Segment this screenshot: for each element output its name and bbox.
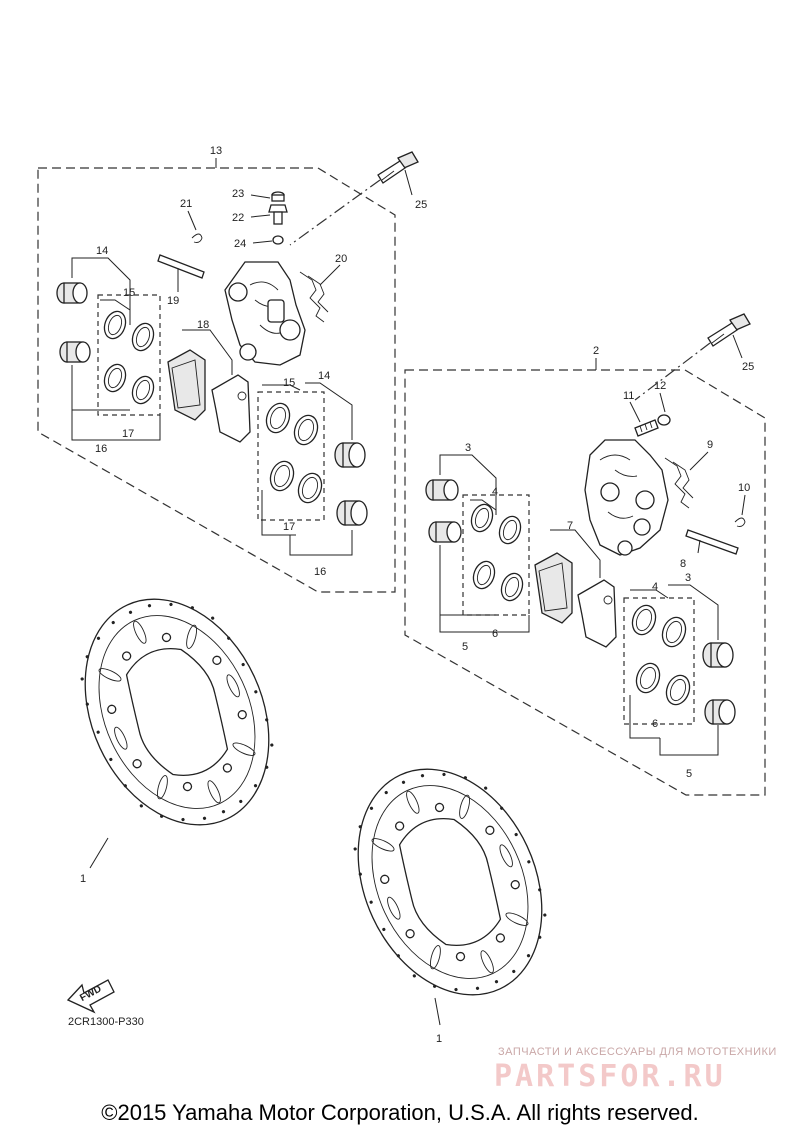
left-caliper-assembly-boundary [37, 167, 396, 593]
brake-disc-left [80, 598, 274, 826]
seal-rings-lower-right [631, 604, 691, 706]
callout-6-upper: 6 [492, 628, 498, 640]
callout-16-left: 16 [95, 443, 107, 455]
brake-pad-right-a [534, 552, 573, 624]
copyright-notice: ©2015 Yamaha Motor Corporation, U.S.A. A… [101, 1100, 699, 1125]
callout-12: 12 [654, 380, 666, 392]
callout-17-left: 17 [122, 428, 134, 440]
watermark-brand: PARTSFOR.RU [494, 1059, 726, 1094]
drawing-code: 2CR1300-P330 [68, 1016, 144, 1028]
pad-pin-clip-right [734, 517, 746, 527]
brake-pad-left-a [167, 349, 206, 421]
callout-4-lower: 4 [652, 581, 658, 593]
caliper-body-right [584, 439, 669, 556]
callout-25-right: 25 [742, 361, 754, 373]
callout-23: 23 [232, 188, 244, 200]
pad-pin-clip-left [191, 233, 203, 243]
seal-group-upper-left [97, 294, 161, 416]
callout-6-lower: 6 [652, 718, 658, 730]
callout-21: 21 [180, 198, 192, 210]
piston-lower-left [59, 341, 91, 363]
bleeder-cap [271, 191, 285, 202]
callout-4-upper: 4 [492, 486, 498, 498]
callout-5-lower: 5 [686, 768, 692, 780]
callout-24: 24 [234, 238, 246, 250]
seal-group-lower-right [623, 597, 695, 725]
callout-11: 11 [623, 390, 634, 402]
watermark-subtitle: ЗАПЧАСТИ И АКСЕССУАРЫ ДЛЯ МОТОТЕХНИКИ [498, 1046, 777, 1058]
callout-20: 20 [335, 253, 347, 265]
piston-lower-right-a [702, 642, 734, 668]
seal-rings-upper-left [103, 310, 155, 405]
piston-lower-right-b [704, 699, 736, 725]
bleeder-screw-right [634, 419, 659, 437]
callout-22: 22 [232, 212, 244, 224]
brake-pad-right-b [577, 579, 617, 648]
piston-upper-left [56, 282, 88, 304]
seal-rings-upper-right [470, 503, 524, 602]
callout-14-right-of-left: 14 [318, 370, 330, 382]
seal-rings-lower-left [265, 402, 323, 504]
callout-3-upper: 3 [465, 442, 471, 454]
right-caliper-assembly-boundary [404, 369, 766, 796]
callout-14-upper-left: 14 [96, 245, 108, 257]
callout-13: 13 [210, 145, 222, 157]
brake-disc-right [353, 768, 547, 996]
piston-right-lower-of-left [336, 500, 368, 526]
callout-17-lower: 17 [283, 521, 295, 533]
callout-18: 18 [197, 319, 209, 331]
callout-16-lower: 16 [314, 566, 326, 578]
caliper-bolt-right [707, 313, 751, 347]
callout-3-lower: 3 [685, 572, 691, 584]
bleeder-screw [268, 204, 288, 225]
callout-19: 19 [167, 295, 179, 307]
piston-right-upper-of-left [334, 442, 366, 468]
bleeder-ball [272, 235, 284, 245]
piston-upper-right-a [425, 479, 459, 501]
callout-9: 9 [707, 439, 713, 451]
pad-spring-left [299, 271, 329, 323]
caliper-body-left [224, 261, 306, 366]
seal-group-lower-left [257, 391, 325, 521]
callout-15-upper-left: 15 [123, 287, 135, 299]
piston-upper-right-b [428, 521, 462, 543]
callout-5-upper: 5 [462, 641, 468, 653]
bleeder-cap-right [657, 414, 671, 426]
pad-pin-right [685, 529, 739, 555]
forward-arrow-icon: FWD [66, 979, 115, 1014]
pad-pin-left [157, 254, 205, 279]
caliper-bolt-left [377, 151, 419, 184]
pad-spring-right [664, 457, 694, 509]
callout-25-left: 25 [415, 199, 427, 211]
callout-1-left: 1 [80, 873, 86, 885]
callout-10: 10 [738, 482, 750, 494]
brake-pad-left-b [211, 374, 251, 443]
callout-2: 2 [593, 345, 599, 357]
callout-7: 7 [567, 520, 573, 532]
callout-8: 8 [680, 558, 686, 570]
callout-1-right: 1 [436, 1033, 442, 1045]
